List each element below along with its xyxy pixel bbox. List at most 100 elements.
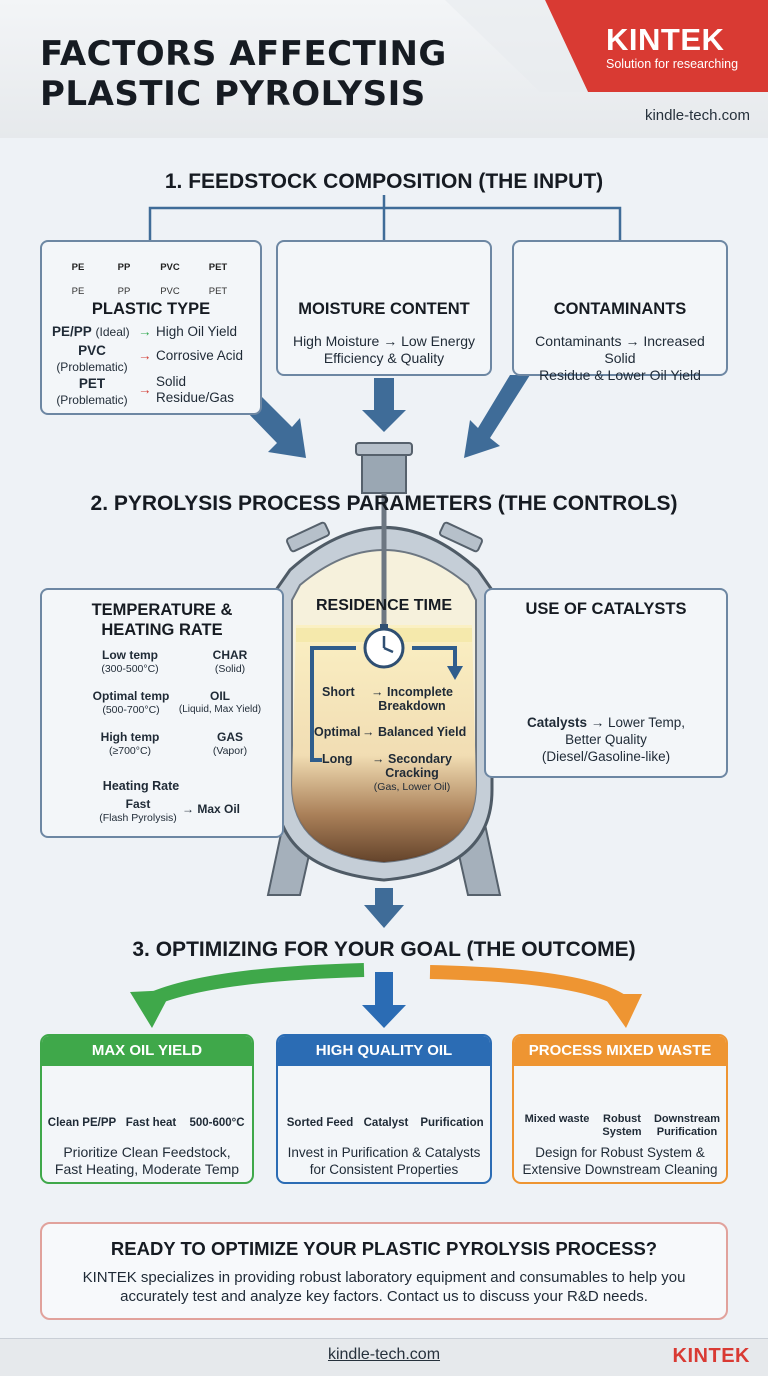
- pet-arrow: →: [138, 382, 152, 397]
- plastic-type-card: PE PP PVC PET PE PP PVC PET PLASTIC TYPE…: [40, 240, 262, 415]
- mixed-waste-card: PROCESS MIXED WASTE Mixed waste Robust S…: [512, 1034, 728, 1184]
- cta-body: KINTEK specializes in providing robust l…: [60, 1268, 708, 1306]
- outcome-arrow: [364, 888, 404, 928]
- catalyst-label: Catalyst: [363, 1117, 409, 1129]
- header-url-link[interactable]: kindle-tech.com: [644, 107, 750, 124]
- high-temp-range: (≥700°C): [108, 745, 152, 757]
- footer-url-link[interactable]: kindle-tech.com: [327, 1346, 441, 1363]
- low-temp-label: Low temp (300-500°C): [92, 648, 168, 676]
- title-line-1: FACTORS AFFECTING: [40, 34, 447, 74]
- temperature-title: TEMPERATURE & HEATING RATE: [42, 600, 282, 640]
- pet-material: PET: [78, 376, 106, 391]
- pet-result-line1: Solid: [156, 374, 187, 389]
- high-quality-oil-card: HIGH QUALITY OIL Sorted Feed Catalyst Pu…: [276, 1034, 492, 1184]
- oil-product: OIL (Liquid, Max Yield): [170, 689, 270, 717]
- temperature-card: TEMPERATURE & HEATING RATE: [40, 588, 284, 838]
- hq-oil-line2: for Consistent Properties: [309, 1162, 459, 1177]
- oil-name: OIL: [210, 689, 230, 703]
- moisture-line2: Efficiency & Quality: [323, 350, 445, 366]
- robust-system-label: Robust System: [602, 1113, 642, 1138]
- recycle-code-pet: PET: [208, 286, 228, 297]
- oil-note: (Liquid, Max Yield): [178, 704, 262, 715]
- residence-long-label: Long: [322, 752, 353, 766]
- char-product: CHAR (Solid): [190, 648, 270, 676]
- pvc-result: Corrosive Acid: [156, 348, 244, 363]
- mixed-waste-label: Mixed waste: [524, 1113, 590, 1125]
- plastic-type-title: PLASTIC TYPE: [91, 300, 211, 318]
- long-result-note: (Gas, Lower Oil): [373, 781, 451, 793]
- gas-name: GAS: [216, 730, 243, 744]
- downstream-purification-label: Downstream Purification: [653, 1113, 721, 1138]
- contaminants-line2: Residue & Lower Oil Yield: [539, 367, 701, 383]
- contaminants-desc: Contaminants → Increased Solid Residue &…: [518, 333, 722, 384]
- catalysts-bold: Catalysts: [526, 715, 587, 730]
- title-line-2: PLASTIC PYROLYSIS: [40, 74, 426, 114]
- cta-title: READY TO OPTIMIZE YOUR PLASTIC PYROLYSIS…: [110, 1238, 658, 1259]
- residence-title: RESIDENCE TIME: [315, 597, 452, 614]
- low-temp-range: (300-500°C): [101, 663, 159, 675]
- sorted-feed-label: Sorted Feed: [286, 1117, 354, 1129]
- optimal-temp-name: Optimal temp: [92, 689, 170, 703]
- gas-note: (Vapor): [212, 745, 248, 757]
- max-oil-yield-card: MAX OIL YIELD Clean PE/PP Fast heat 500-…: [40, 1034, 254, 1184]
- clock-icon: [363, 624, 405, 669]
- long-result-line2: Cracking: [385, 766, 439, 780]
- catalysts-card: USE OF CATALYSTS Catalysts → Lower Temp,…: [484, 588, 728, 778]
- feedstock-connector: [148, 195, 622, 240]
- mixed-waste-desc: Design for Robust System & Extensive Dow…: [520, 1144, 720, 1178]
- moisture-line1: High Moisture → Low Energy: [292, 333, 476, 349]
- mixed-waste-title: PROCESS MIXED WASTE: [514, 1036, 726, 1066]
- recycle-code-pvc: PVC: [160, 286, 180, 297]
- high-temp-name: High temp: [100, 730, 160, 744]
- heating-fast-note: (Flash Pyrolysis): [99, 812, 177, 824]
- contaminants-line1: Contaminants → Increased Solid: [535, 333, 705, 366]
- moisture-desc: High Moisture → Low Energy Efficiency & …: [288, 333, 480, 367]
- pet-result: Solid Residue/Gas: [156, 374, 234, 406]
- recycle-label-pp: PP: [117, 262, 131, 273]
- pepp-note: (Ideal): [95, 325, 130, 339]
- pepp-label: PE/PP (Ideal): [52, 324, 130, 340]
- recycle-label-pvc: PVC: [160, 262, 180, 273]
- pet-result-line2: Residue/Gas: [156, 390, 235, 405]
- brand-logo: KINTEK: [606, 22, 725, 57]
- cta-line2: accurately test and analyze key factors.…: [120, 1288, 648, 1305]
- residence-short-label: Short: [322, 685, 355, 699]
- fast-heat-label: Fast heat: [125, 1117, 177, 1129]
- catalysts-desc: Catalysts → Lower Temp, Better Quality (…: [496, 714, 716, 765]
- pet-note: (Problematic): [56, 393, 128, 407]
- contaminants-title: CONTAMINANTS: [553, 300, 687, 318]
- contaminants-card: CONTAMINANTS Contaminants → Increased So…: [512, 240, 728, 383]
- optimal-temp-label: Optimal temp (500-700°C): [86, 689, 176, 717]
- residence-optimal-result: → Balanced Yield: [362, 725, 467, 739]
- heating-rate-title: Heating Rate: [102, 779, 180, 793]
- mixed-line2: Extensive Downstream Cleaning: [522, 1162, 718, 1177]
- residence-long-result: → Secondary Cracking (Gas, Lower Oil): [362, 752, 462, 794]
- section-outcome-title: 3. OPTIMIZING FOR YOUR GOAL (THE OUTCOME…: [132, 938, 636, 961]
- brand-banner: [545, 0, 768, 92]
- max-oil-yield-title: MAX OIL YIELD: [42, 1036, 252, 1066]
- temp-range-label: 500-600°C: [189, 1117, 245, 1129]
- pepp-arrow: →: [138, 324, 152, 339]
- max-oil-yield-desc: Prioritize Clean Feedstock, Fast Heating…: [48, 1144, 246, 1178]
- char-note: (Solid): [214, 663, 246, 675]
- section-process-title: 2. PYROLYSIS PROCESS PARAMETERS (THE CON…: [90, 492, 678, 515]
- gas-product: GAS (Vapor): [190, 730, 270, 758]
- hq-oil-line1: Invest in Purification & Catalysts: [287, 1145, 481, 1160]
- mixed-line1: Design for Robust System &: [535, 1145, 705, 1160]
- pvc-arrow: →: [138, 348, 152, 363]
- temperature-title-line2: HEATING RATE: [101, 621, 223, 639]
- pet-label: PET (Problematic): [52, 376, 132, 408]
- footer-band: [0, 1338, 768, 1376]
- moisture-title: MOISTURE CONTENT: [298, 300, 470, 318]
- temperature-title-line1: TEMPERATURE &: [91, 601, 233, 619]
- heating-rate-result: → Max Oil: [182, 802, 241, 816]
- heating-rate-fast: Fast (Flash Pyrolysis): [92, 797, 184, 825]
- clean-pepp-label: Clean PE/PP: [47, 1117, 117, 1129]
- high-temp-label: High temp (≥700°C): [92, 730, 168, 758]
- max-oil-line1: Prioritize Clean Feedstock,: [63, 1144, 231, 1160]
- section-feedstock-title: 1. FEEDSTOCK COMPOSITION (THE INPUT): [164, 170, 604, 193]
- char-name: CHAR: [212, 648, 248, 662]
- pepp-result: High Oil Yield: [156, 324, 238, 339]
- high-quality-oil-desc: Invest in Purification & Catalysts for C…: [284, 1144, 484, 1178]
- catalysts-rest: → Lower Temp,: [587, 715, 686, 730]
